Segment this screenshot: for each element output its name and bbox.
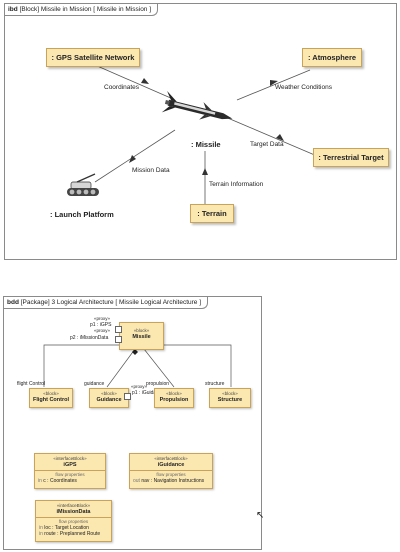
proxy-port-guidance[interactable] bbox=[124, 393, 131, 400]
flow-target: Target Data bbox=[250, 141, 284, 148]
bdd-frame-kind: bdd bbox=[7, 299, 19, 306]
imission-flow-row-1: in loc : Target Location bbox=[36, 525, 111, 531]
igps-row-text: c : Coordinates bbox=[43, 478, 77, 484]
part-gps-satellite-network[interactable]: : GPS Satellite Network bbox=[46, 48, 140, 67]
ibd-connectors bbox=[67, 64, 318, 204]
part-terrestrial-target[interactable]: : Terrestrial Target bbox=[313, 148, 389, 167]
flow-terrain-info: Terrain Information bbox=[209, 181, 264, 188]
proxy-port-mission[interactable] bbox=[115, 336, 122, 343]
interface-block-iguidance[interactable]: «interfaceBlock» iGuidance flow properti… bbox=[129, 453, 213, 489]
target-arrow-icon bbox=[276, 134, 284, 141]
missile-icon bbox=[161, 91, 233, 120]
proxy1-stereotype: «proxy» bbox=[94, 316, 111, 321]
imission-section-title: flow properties bbox=[58, 519, 89, 524]
block-flight-control[interactable]: «block» Flight Control bbox=[29, 388, 73, 408]
propulsion-name: Propulsion bbox=[159, 397, 189, 403]
flow-weather: Weather Conditions bbox=[275, 84, 332, 91]
flight-control-name: Flight Control bbox=[32, 397, 70, 403]
mission-connector bbox=[94, 129, 176, 183]
block-propulsion[interactable]: «block» Propulsion bbox=[154, 388, 194, 408]
part-atmosphere[interactable]: : Atmosphere bbox=[302, 48, 362, 67]
gps-label: : GPS Satellite Network bbox=[51, 53, 135, 62]
bdd-frame-header: bdd [Package] 3 Logical Architecture [ M… bbox=[4, 297, 209, 309]
bdd-frame: bdd [Package] 3 Logical Architecture [ M… bbox=[3, 296, 265, 550]
mission-arrow-icon bbox=[129, 155, 136, 163]
igps-flow-row: in c : Coordinates bbox=[35, 478, 105, 484]
imission-stereotype: «interfaceBlock» bbox=[56, 503, 91, 508]
proxy1-label: p1 : iGPS bbox=[90, 322, 112, 328]
terrestrial-label: : Terrestrial Target bbox=[318, 153, 384, 162]
ibd-frame-title: [Block] Missile in Mission [ Missile in … bbox=[19, 6, 152, 13]
ibd-frame: ibd [Block] Missile in Mission [ Missile… bbox=[4, 3, 397, 260]
igps-row-direction: in bbox=[38, 478, 42, 484]
proxy-port-gps[interactable] bbox=[115, 326, 122, 333]
flight-control-stereotype: «block» bbox=[43, 391, 59, 396]
block-structure[interactable]: «block» Structure bbox=[209, 388, 251, 408]
igps-header: «interfaceBlock» iGPS bbox=[35, 454, 105, 471]
iguidance-name: iGuidance bbox=[157, 462, 185, 468]
missile-name: Missile bbox=[132, 334, 151, 340]
block-guidance[interactable]: «block» Guidance bbox=[89, 388, 129, 408]
imission-flow-row-2: in route : Preplanned Route bbox=[36, 531, 111, 537]
weather-arrow-icon bbox=[270, 80, 278, 86]
composition-diamond-icon bbox=[132, 349, 138, 355]
mouse-cursor-icon: ↖ bbox=[256, 510, 265, 521]
igps-section-title: flow properties bbox=[55, 472, 85, 477]
igps-name: iGPS bbox=[63, 462, 77, 468]
missile-part-label[interactable]: : Missile bbox=[191, 140, 221, 149]
igps-stereotype: «interfaceBlock» bbox=[53, 456, 87, 461]
coordinates-arrow-icon bbox=[141, 78, 149, 84]
imission-name: iMissionData bbox=[56, 509, 91, 515]
guidance-stereotype: «block» bbox=[101, 391, 117, 396]
missile-stereotype: «block» bbox=[133, 328, 150, 333]
propulsion-stereotype: «block» bbox=[166, 391, 182, 396]
proxy2-stereotype: «proxy» bbox=[94, 328, 111, 333]
imission-row2-direction: in bbox=[39, 531, 43, 537]
part-terrain[interactable]: : Terrain bbox=[190, 204, 234, 223]
imission-row1-direction: in bbox=[39, 525, 43, 531]
target-connector bbox=[222, 115, 318, 157]
flow-mission: Mission Data bbox=[132, 167, 170, 174]
role-guidance: guidance bbox=[84, 381, 105, 387]
iguidance-header: «interfaceBlock» iGuidance bbox=[130, 454, 212, 471]
iguidance-section-title: flow properties bbox=[156, 472, 186, 477]
role-structure: structure bbox=[205, 381, 225, 387]
imission-row1-text: loc : Target Location bbox=[44, 525, 89, 531]
weather-connector bbox=[236, 69, 311, 101]
ibd-frame-header: ibd [Block] Missile in Mission [ Missile… bbox=[5, 4, 159, 16]
structure-stereotype: «block» bbox=[222, 391, 238, 396]
guidance-name: Guidance bbox=[96, 397, 122, 403]
atmosphere-label: : Atmosphere bbox=[307, 53, 357, 62]
iguidance-stereotype: «interfaceBlock» bbox=[154, 456, 188, 461]
terrain-arrow-icon bbox=[202, 168, 208, 175]
coordinates-connector bbox=[94, 64, 174, 100]
structure-name: Structure bbox=[217, 397, 243, 403]
launch-platform-label[interactable]: : Launch Platform bbox=[50, 210, 114, 219]
bdd-frame-title: [Package] 3 Logical Architecture [ Missi… bbox=[20, 299, 202, 306]
terrain-label: : Terrain bbox=[197, 209, 227, 218]
flow-coordinates: Coordinates bbox=[104, 84, 140, 91]
imission-row2-text: route : Preplanned Route bbox=[44, 531, 101, 537]
proxy3-label: p1 : iGuidance bbox=[132, 390, 165, 396]
block-missile[interactable]: «block» Missile bbox=[119, 322, 164, 350]
ibd-frame-kind: ibd bbox=[8, 6, 18, 13]
proxy2-label: p2 : iMissionData bbox=[70, 335, 109, 341]
launch-platform-icon bbox=[67, 173, 99, 196]
role-propulsion: propulsion bbox=[146, 381, 170, 387]
proxy3-stereotype: «proxy» bbox=[131, 384, 148, 389]
role-flight-control: flight Control bbox=[17, 381, 46, 387]
iguidance-row-direction: out bbox=[133, 478, 140, 484]
iguidance-row-text: nav : Navigation Instructions bbox=[141, 478, 205, 484]
iguidance-flow-row: out nav : Navigation Instructions bbox=[130, 478, 212, 484]
imission-header: «interfaceBlock» iMissionData bbox=[36, 501, 111, 518]
interface-block-imissiondata[interactable]: «interfaceBlock» iMissionData flow prope… bbox=[35, 500, 112, 542]
interface-block-igps[interactable]: «interfaceBlock» iGPS flow properties in… bbox=[34, 453, 106, 489]
